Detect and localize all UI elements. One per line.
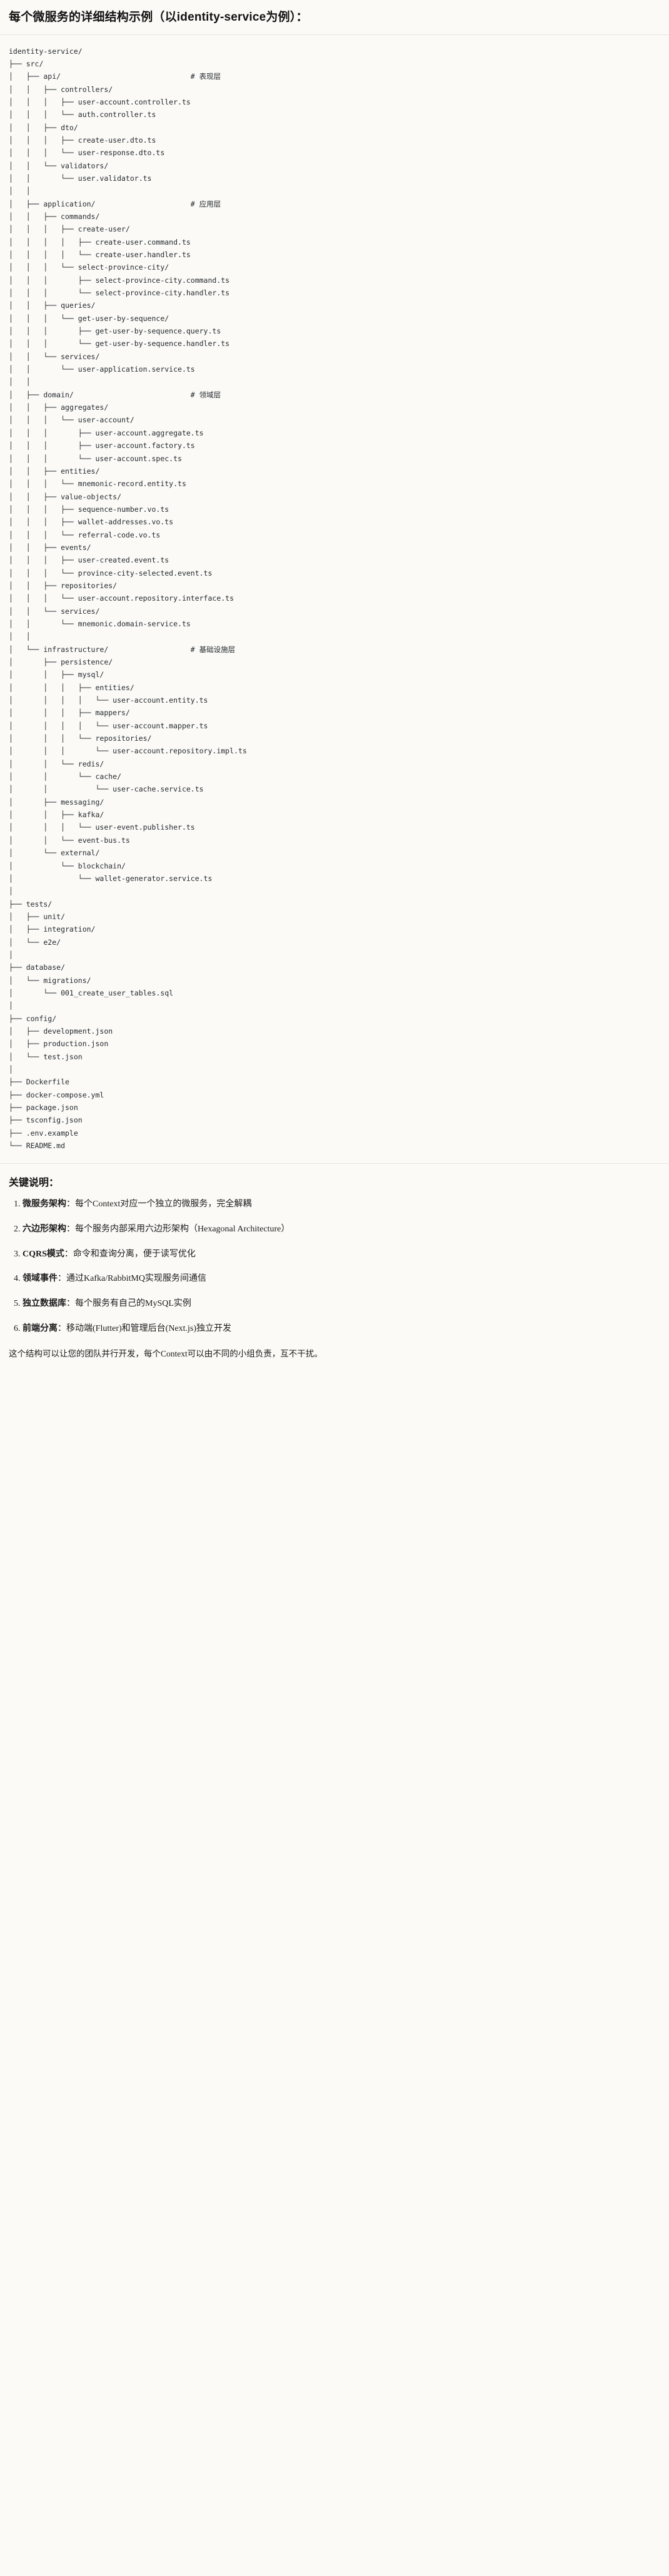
key-note-term: 独立数据库 xyxy=(23,1299,66,1309)
document-header: 每个微服务的详细结构示例（以identity-service为例）： xyxy=(0,0,669,35)
key-note-separator: ： xyxy=(64,1249,73,1259)
key-notes-footer: 这个结构可以让您的团队并行开发，每个Context可以由不同的小组负责，互不干扰… xyxy=(9,1348,323,1358)
key-note-item: 微服务架构：每个Context对应一个独立的微服务，完全解耦 xyxy=(23,1198,660,1211)
key-notes-heading: 关键说明： xyxy=(9,1178,59,1189)
key-note-term: 前端分离 xyxy=(23,1323,58,1333)
page-title: 每个微服务的详细结构示例（以identity-service为例）： xyxy=(9,11,308,24)
key-note-description: 通过Kafka/RabbitMQ实现服务间通信 xyxy=(66,1274,206,1284)
directory-tree-block: identity-service/ ├── src/ │ ├── api/ # … xyxy=(0,34,669,1164)
key-note-separator: ： xyxy=(58,1274,66,1284)
key-notes-section: 关键说明： 微服务架构：每个Context对应一个独立的微服务，完全解耦六边形架… xyxy=(0,1164,669,1372)
key-note-separator: ： xyxy=(66,1199,75,1209)
key-note-description: 每个Context对应一个独立的微服务，完全解耦 xyxy=(75,1199,252,1209)
key-note-item: CQRS模式：命令和查询分离，便于读写优化 xyxy=(23,1248,660,1261)
key-note-description: 每个服务内部采用六边形架构（Hexagonal Architecture） xyxy=(75,1224,290,1235)
key-note-term: CQRS模式 xyxy=(23,1249,64,1259)
key-note-item: 六边形架构：每个服务内部采用六边形架构（Hexagonal Architectu… xyxy=(23,1223,660,1236)
key-note-description: 移动端(Flutter)和管理后台(Next.js)独立开发 xyxy=(66,1323,232,1333)
key-note-term: 领域事件 xyxy=(23,1274,58,1284)
key-note-separator: ： xyxy=(66,1224,75,1235)
key-note-item: 独立数据库：每个服务有自己的MySQL实例 xyxy=(23,1297,660,1311)
key-note-term: 六边形架构 xyxy=(23,1224,66,1235)
key-note-separator: ： xyxy=(58,1323,66,1333)
key-note-item: 前端分离：移动端(Flutter)和管理后台(Next.js)独立开发 xyxy=(23,1322,660,1336)
key-note-item: 领域事件：通过Kafka/RabbitMQ实现服务间通信 xyxy=(23,1272,660,1286)
key-notes-list: 微服务架构：每个Context对应一个独立的微服务，完全解耦六边形架构：每个服务… xyxy=(9,1198,660,1335)
directory-tree: identity-service/ ├── src/ │ ├── api/ # … xyxy=(9,46,247,1151)
key-note-description: 每个服务有自己的MySQL实例 xyxy=(75,1299,191,1309)
key-note-description: 命令和查询分离，便于读写优化 xyxy=(73,1249,196,1259)
key-note-separator: ： xyxy=(66,1299,75,1309)
key-note-term: 微服务架构 xyxy=(23,1199,66,1209)
document-page: 每个微服务的详细结构示例（以identity-service为例）： ident… xyxy=(0,0,669,1372)
